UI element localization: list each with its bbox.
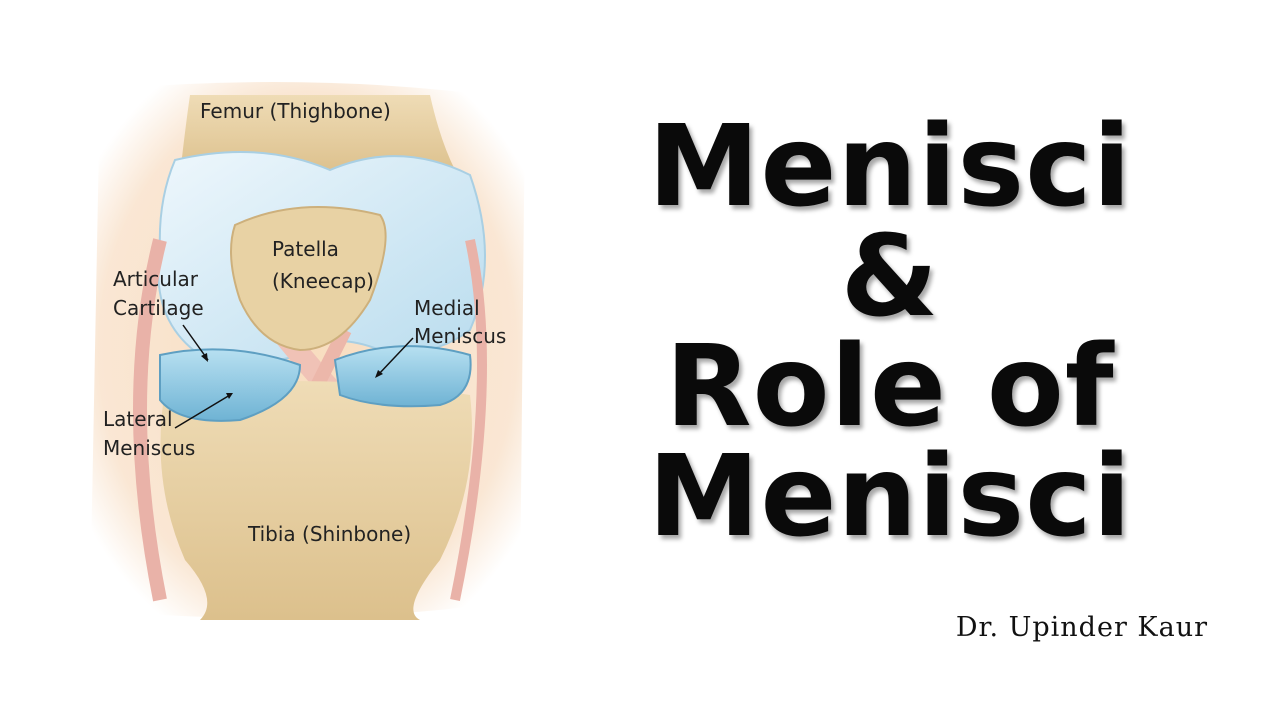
arrowhead-articular [201,353,208,362]
ligament-left [133,238,167,602]
knee-anatomy-illustration: Femur (Thighbone) Patella (Kneecap) Arti… [90,82,525,620]
title-line-4: Menisci [648,432,1132,562]
label-tibia: Tibia (Shinbone) [247,522,411,546]
lateral-meniscus [159,348,302,422]
arrow-lateral [174,394,231,429]
arrow-medial [377,337,414,376]
label-lateral-meniscus: Meniscus [103,436,195,460]
ligament-right [450,238,487,602]
label-medial-meniscus: Meniscus [414,324,506,348]
label-lateral: Lateral [103,407,173,431]
arrow-articular [182,324,209,361]
author-name: Dr. Upinder Kaur [955,612,1208,643]
label-patella: Patella [272,237,339,261]
label-medial: Medial [414,296,480,320]
label-kneecap: (Kneecap) [272,269,374,293]
label-femur: Femur (Thighbone) [200,99,391,123]
patella-bone [230,206,387,352]
medial-meniscus [333,345,472,408]
arrowhead-medial [375,370,383,378]
tibia-bone [160,381,472,620]
slide-title: Menisci & Role of Menisci [600,102,1180,562]
arrowhead-lateral [226,393,233,399]
title-line-1: Menisci [648,102,1132,232]
label-cartilage: Cartilage [113,296,204,320]
label-articular: Articular [113,267,199,291]
title-line-3: Role of [665,322,1115,452]
title-line-2: & [840,212,940,342]
